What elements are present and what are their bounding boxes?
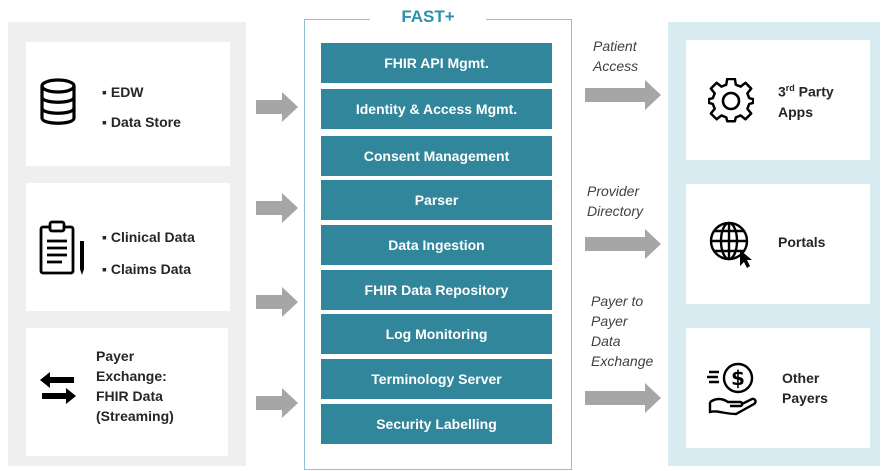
stack-item-log-monitoring: Log Monitoring (321, 314, 552, 354)
source-line: Payer (96, 348, 135, 364)
source-line: Exchange: (96, 368, 167, 384)
source-line: ▪ Clinical Data (102, 229, 195, 245)
flow-label-provider-directory: Provider Directory (587, 183, 644, 219)
target-line: 3rd Party (778, 83, 834, 100)
stack-item-identity-access: Identity & Access Mgmt. (321, 89, 552, 129)
arrow-right-icon (585, 80, 661, 115)
arrow-right-icon (256, 388, 298, 423)
source-line: ▪ EDW (102, 84, 144, 100)
source-card-clinical: ▪ Clinical Data ▪ Claims Data (26, 183, 230, 311)
target-card-third-party-apps: 3rd Party Apps (686, 40, 870, 160)
stack-item-parser: Parser (321, 180, 552, 220)
arrow-right-icon (256, 287, 298, 322)
stack-item-data-ingestion: Data Ingestion (321, 225, 552, 265)
source-line: ▪ Data Store (102, 114, 181, 130)
target-line: Payers (782, 390, 828, 406)
money-hand-icon: $ (706, 360, 760, 421)
svg-text:$: $ (731, 366, 745, 390)
source-card-payer-exchange: Payer Exchange: FHIR Data (Streaming) (26, 328, 228, 456)
target-line: Portals (778, 234, 826, 250)
database-icon (38, 78, 78, 131)
source-card-edw: ▪ EDW ▪ Data Store (26, 42, 230, 166)
exchange-arrows-icon (38, 368, 78, 413)
stack-item-terminology: Terminology Server (321, 359, 552, 399)
flow-label-patient-access: Patient Access (593, 38, 639, 74)
clipboard-icon (38, 219, 88, 284)
arrow-right-icon (256, 92, 298, 127)
flow-label-payer-exchange: Payer to Payer Data Exchange (591, 293, 654, 369)
globe-icon (708, 220, 756, 273)
target-line: Apps (778, 103, 813, 120)
stack-item-consent: Consent Management (321, 136, 552, 176)
arrow-right-icon (585, 383, 661, 418)
platform-title: FAST+ (370, 4, 486, 32)
target-card-other-payers: $ Other Payers (686, 328, 870, 448)
gear-icon (707, 77, 755, 129)
arrow-right-icon (585, 229, 661, 264)
source-line: (Streaming) (96, 408, 174, 424)
source-line: FHIR Data (96, 388, 163, 404)
stack-item-fhir-api: FHIR API Mgmt. (321, 43, 552, 83)
target-line: Other (782, 370, 820, 386)
stack-item-fhir-repository: FHIR Data Repository (321, 270, 552, 310)
stack-item-security-labelling: Security Labelling (321, 404, 552, 444)
arrow-right-icon (256, 193, 298, 228)
source-line: ▪ Claims Data (102, 261, 191, 277)
target-card-portals: Portals (686, 184, 870, 304)
